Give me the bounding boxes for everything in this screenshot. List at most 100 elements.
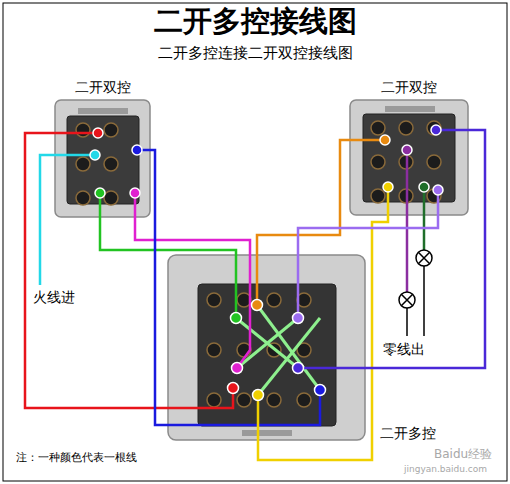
terminal-dot [315, 385, 326, 396]
terminal-screw [399, 121, 413, 135]
terminal-screw [267, 393, 281, 407]
terminal-screw [104, 123, 118, 137]
wire-stub [168, 388, 233, 408]
terminal-screw [371, 189, 385, 203]
terminal-screw [267, 293, 281, 307]
terminal-screw [207, 293, 221, 307]
terminal-screw [237, 393, 251, 407]
terminal-screw [427, 155, 441, 169]
terminal-dot [232, 363, 243, 374]
switch-plate [350, 100, 468, 215]
switch-plate [168, 255, 365, 440]
switch-plate [198, 284, 336, 426]
terminal-dot [293, 363, 304, 374]
wire-stub [40, 155, 95, 285]
terminal-screw [104, 157, 118, 171]
switch-plate [55, 100, 150, 217]
terminal-dot [431, 125, 441, 135]
wire [258, 215, 388, 460]
wire [150, 150, 168, 425]
lamp-symbol [399, 250, 432, 308]
wire-stub [237, 255, 250, 368]
terminal-dot [380, 135, 390, 145]
switch-box: 二开双控 [55, 100, 150, 217]
switch-plate [363, 114, 455, 202]
internal-link [236, 318, 298, 368]
wire [25, 133, 168, 408]
terminal-dot [253, 390, 264, 401]
terminal-screw [207, 343, 221, 357]
terminal-screw [207, 393, 221, 407]
switch-plate [242, 430, 292, 436]
wire-stub [168, 390, 320, 425]
terminal-dot [228, 383, 239, 394]
lamp-symbol [399, 292, 415, 308]
switch-label: 二开双控 [73, 79, 133, 97]
watermark: jingyan.baidu.com [402, 464, 489, 475]
internal-link [258, 318, 320, 395]
wire-stub [256, 255, 259, 305]
switch-label: 二开双控 [379, 79, 439, 97]
terminal-dot [95, 188, 105, 198]
wire [257, 140, 350, 255]
wire [135, 217, 250, 255]
wire-stub [257, 395, 260, 440]
terminal-dot [132, 145, 142, 155]
terminal-screw [76, 123, 90, 137]
wire-stub [40, 130, 468, 440]
switch-box: 二开多控 [168, 255, 365, 440]
terminal-dot [93, 128, 103, 138]
terminal-dot [90, 150, 100, 160]
switch-box: 二开双控 [350, 100, 468, 215]
frame [3, 3, 507, 481]
wire-stub [55, 132, 98, 135]
terminal-dot [130, 188, 140, 198]
terminal-screw [371, 121, 385, 135]
terminal-screw [76, 157, 90, 171]
internal-link [257, 305, 320, 390]
wire-stub [297, 255, 300, 318]
switch-plate [168, 255, 365, 440]
note-label: 注：一种颜色代表一根线 [14, 451, 139, 464]
switch-plate [55, 100, 150, 217]
lamp-symbol [416, 250, 432, 266]
terminal-screw [371, 155, 385, 169]
note-label: 零线出 [381, 341, 427, 358]
wire [298, 215, 438, 255]
lamp-symbol [418, 252, 429, 263]
note-label: 火线进 [31, 289, 77, 306]
wire [365, 130, 485, 368]
terminal-screw [297, 393, 311, 407]
switch-plate [78, 108, 128, 114]
terminal-dot [252, 300, 263, 311]
wire-stub [423, 266, 425, 336]
switch-label: 二开多控 [378, 425, 438, 443]
wire-stub [406, 308, 408, 336]
terminal-dot [402, 145, 412, 155]
wire-stub [423, 187, 426, 250]
terminal-dot [293, 313, 304, 324]
terminal-dot [383, 182, 393, 192]
terminal-dot [419, 182, 429, 192]
terminal-dot [231, 313, 242, 324]
watermark: Baidu经验 [432, 447, 494, 461]
wire-stub [298, 367, 365, 370]
wire [100, 217, 236, 255]
terminal-screw [427, 121, 441, 135]
wire-stub [406, 150, 409, 292]
wire-stub [235, 255, 238, 318]
lamp-symbol [401, 294, 412, 305]
switch-plate [385, 106, 435, 112]
internal-link [237, 318, 298, 368]
switch-plate [67, 116, 139, 204]
title: 二开多控接线图 [0, 4, 510, 39]
terminal-screw [76, 121, 441, 407]
switch-plate [350, 100, 468, 215]
subtitle: 二开多控连接二开双控接线图 [156, 44, 355, 62]
terminal-screw [104, 191, 118, 205]
terminal-dot [433, 185, 443, 195]
terminal-screw [76, 191, 90, 205]
